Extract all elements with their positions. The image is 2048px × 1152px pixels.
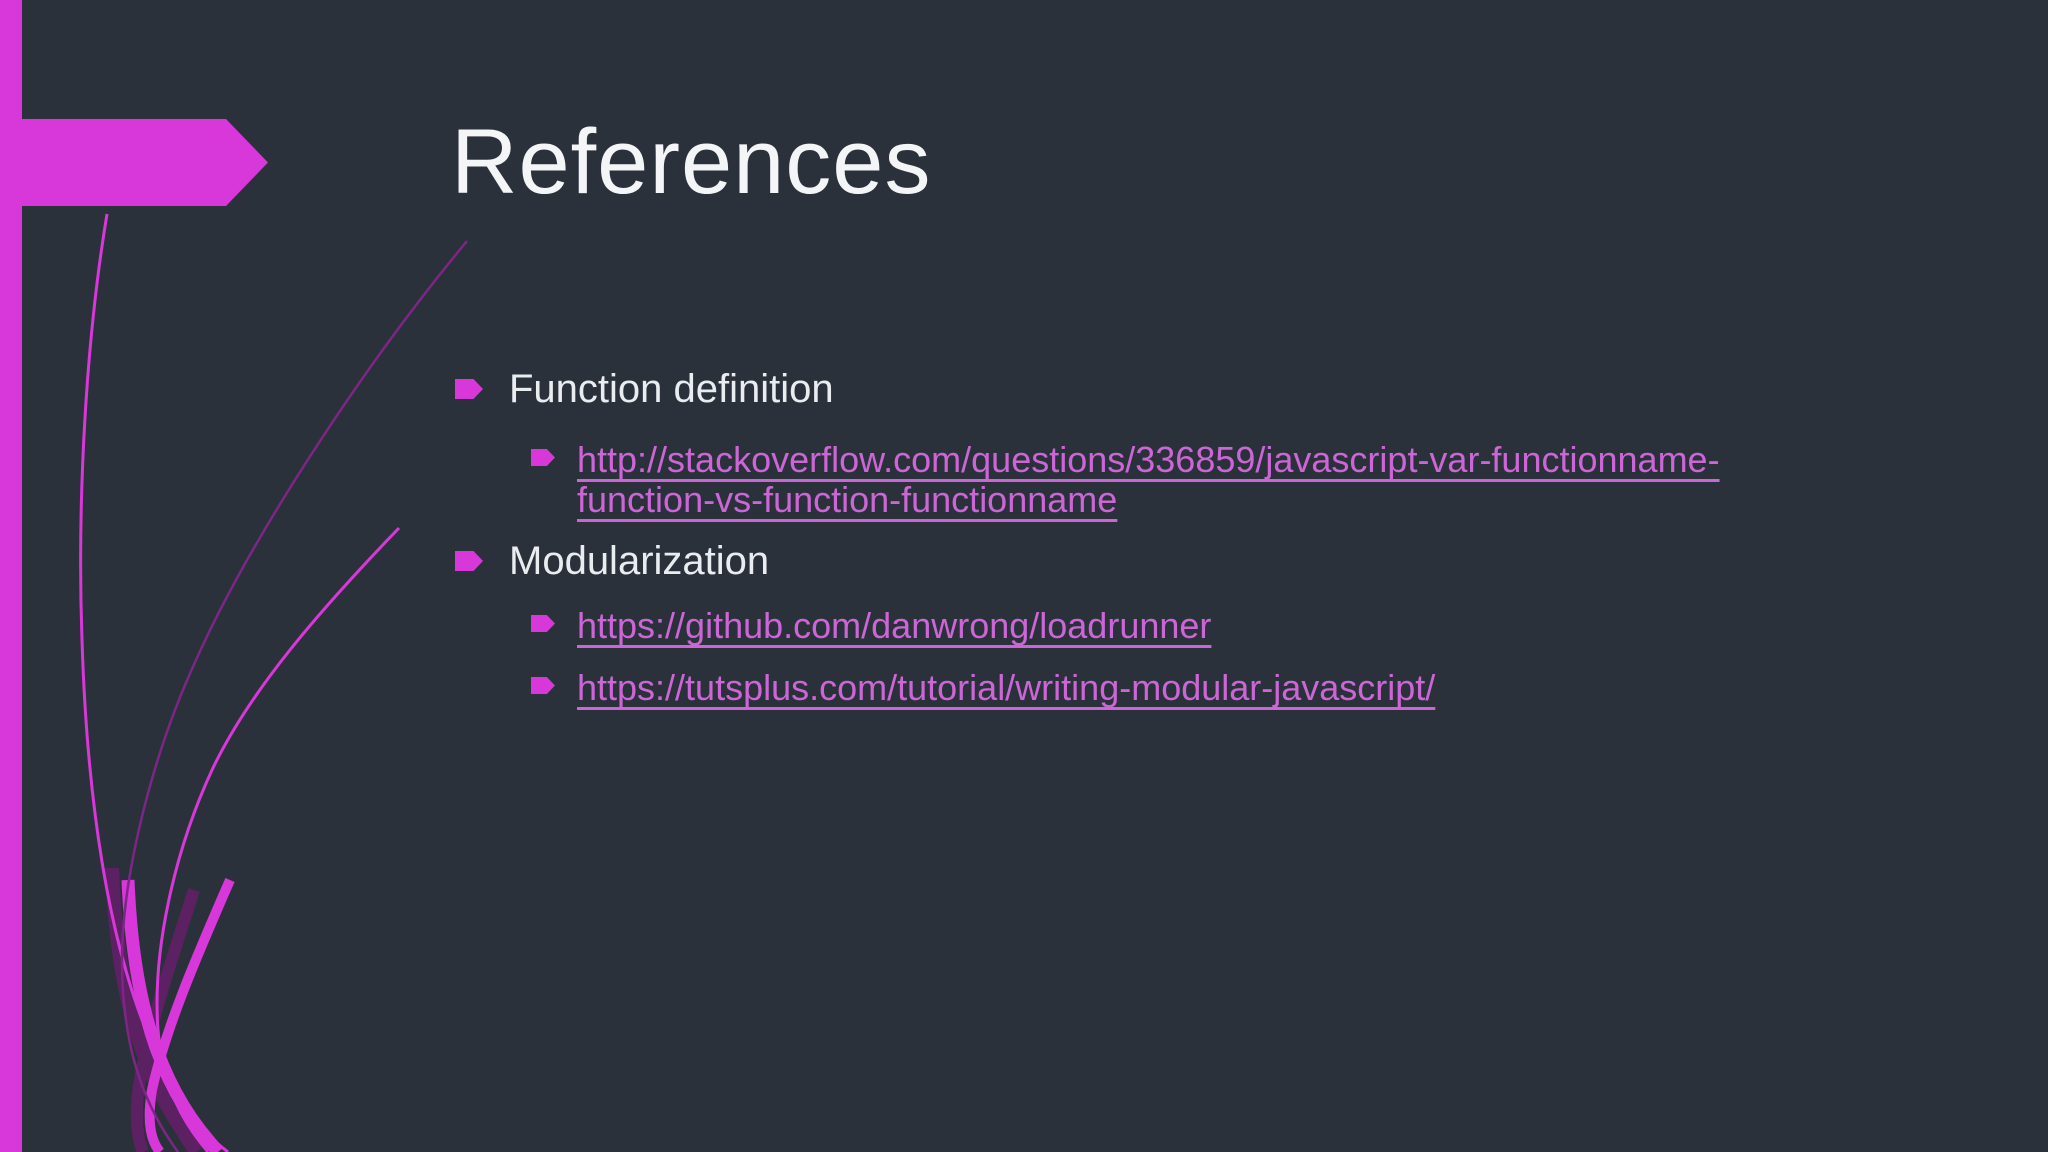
list-item-label: Modularization	[509, 539, 770, 583]
swoosh-curve	[120, 240, 468, 1152]
swoosh-curve	[79, 213, 229, 1152]
list-subitem-tutsplus: https://tutsplus.com/tutorial/writing-mo…	[531, 668, 1435, 708]
swoosh-shadow-band	[105, 867, 202, 1152]
reference-link[interactable]: http://stackoverflow.com/questions/33685…	[577, 439, 1720, 520]
page-title: References	[451, 111, 932, 213]
list-item-function-definition: Function definition	[455, 366, 834, 412]
bullet-arrow-icon	[531, 449, 555, 466]
list-subitem-github: https://github.com/danwrong/loadrunner	[531, 606, 1211, 646]
bullet-arrow-icon	[455, 551, 483, 571]
link-wrap: http://stackoverflow.com/questions/33685…	[577, 440, 1822, 520]
bullet-arrow-icon	[531, 677, 555, 694]
swoosh-bright-band	[144, 877, 235, 1152]
title-arrow-shape	[22, 119, 268, 206]
left-bar-accent	[0, 0, 22, 1152]
bullet-arrow-icon	[455, 379, 483, 399]
list-item-label: Function definition	[509, 367, 834, 411]
list-subitem-stackoverflow: http://stackoverflow.com/questions/33685…	[531, 440, 1822, 520]
bullet-arrow-icon	[531, 615, 555, 632]
reference-link[interactable]: https://tutsplus.com/tutorial/writing-mo…	[577, 667, 1436, 708]
link-wrap: https://tutsplus.com/tutorial/writing-mo…	[577, 668, 1435, 708]
swoosh-shadow-band	[130, 888, 200, 1152]
swoosh-curve	[155, 526, 401, 1152]
swoosh-bright-band	[121, 879, 224, 1152]
list-item-modularization: Modularization	[455, 538, 769, 584]
link-wrap: https://github.com/danwrong/loadrunner	[577, 606, 1211, 646]
reference-link[interactable]: https://github.com/danwrong/loadrunner	[577, 605, 1212, 646]
